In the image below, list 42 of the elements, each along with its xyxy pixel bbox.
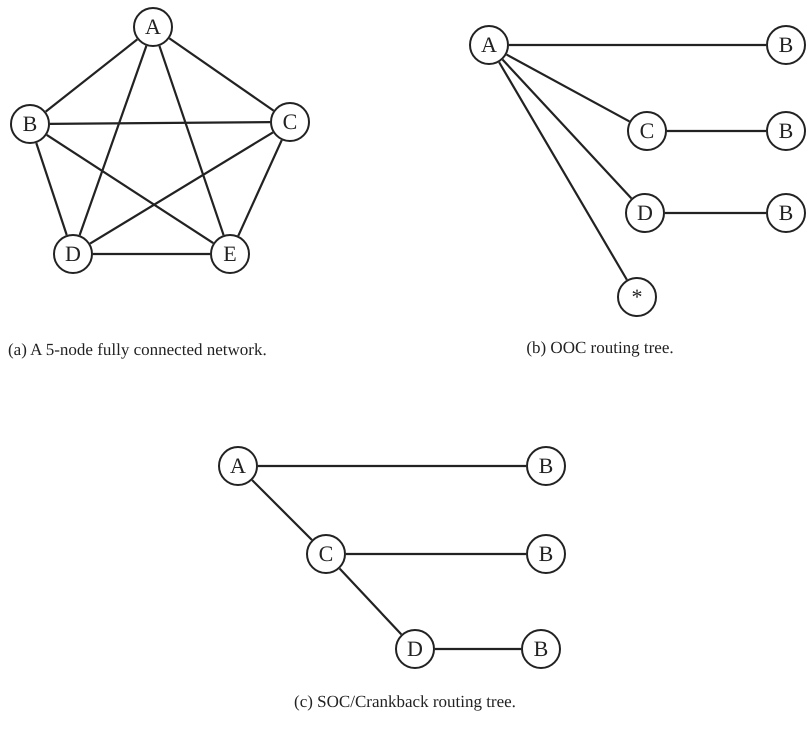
node-circle: D — [53, 234, 93, 274]
connector-line — [35, 142, 68, 236]
connector-line — [46, 134, 214, 244]
figure-caption: (c) SOC/Crankback routing tree. — [294, 692, 516, 712]
node-circle: B — [526, 534, 566, 574]
node-circle: A — [133, 7, 173, 47]
node-circle: B — [766, 25, 806, 65]
figure-caption: (a) A 5-node fully connected network. — [8, 340, 267, 360]
node-circle: B — [526, 446, 566, 486]
connector-line — [498, 62, 628, 280]
connector-line — [665, 212, 766, 214]
connector-line — [168, 38, 274, 112]
connector-line — [506, 54, 630, 122]
connector-line — [435, 648, 521, 650]
connector-line — [251, 479, 313, 541]
connector-line — [90, 131, 274, 245]
node-circle: B — [766, 193, 806, 233]
connector-line — [258, 464, 526, 468]
node-circle: A — [218, 446, 258, 486]
connector-line — [509, 44, 766, 46]
node-circle: * — [617, 277, 657, 317]
connector-line — [158, 46, 225, 236]
node-circle: B — [766, 111, 806, 151]
connector-line — [50, 121, 270, 125]
node-circle: C — [270, 102, 310, 142]
connector-line — [45, 38, 138, 112]
node-circle: A — [469, 25, 509, 65]
node-circle: B — [10, 104, 50, 144]
connector-line — [338, 568, 402, 636]
node-circle: D — [625, 193, 665, 233]
connector-line — [346, 552, 526, 556]
connector-line — [93, 252, 210, 256]
node-circle: C — [306, 534, 346, 574]
connector-line — [667, 130, 766, 132]
connector-line — [78, 46, 148, 236]
connector-line — [502, 58, 632, 200]
figure-caption: (b) OOC routing tree. — [526, 338, 674, 358]
node-circle: E — [210, 234, 250, 274]
node-circle: C — [627, 111, 667, 151]
node-circle: B — [521, 629, 561, 669]
connector-line — [237, 140, 283, 236]
node-circle: D — [395, 629, 435, 669]
